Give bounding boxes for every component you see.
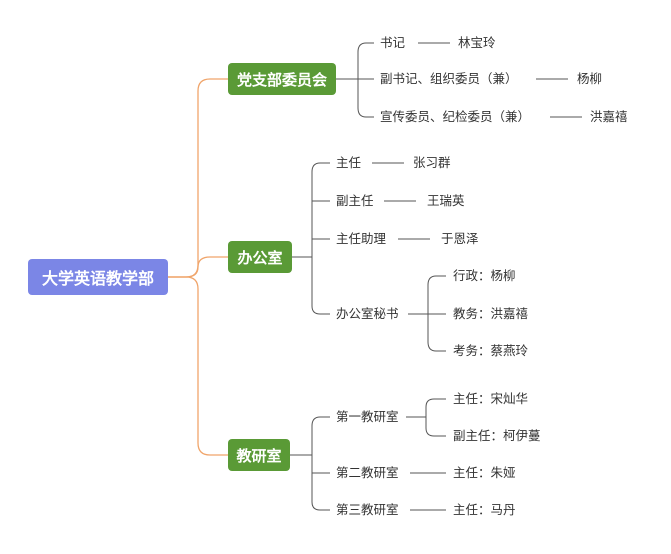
party-branch-connectors [336,42,582,118]
connector-root-research [168,276,228,456]
branch-research-office[interactable]: 教研室 [228,439,290,471]
office-role-assistant[interactable]: 主任助理 [336,231,387,246]
party-role-secretary[interactable]: 书记 [380,35,406,50]
branch-party-committee[interactable]: 党支部委员会 [228,63,336,95]
party-role-deputy-secretary[interactable]: 副书记、组织委员（兼） [380,71,518,86]
party-name-secretary[interactable]: 林宝玲 [458,35,496,50]
party-role-publicity[interactable]: 宣传委员、纪检委员（兼） [380,109,531,124]
research-office-second[interactable]: 第二教研室 [336,465,399,480]
office-role-director[interactable]: 主任 [336,155,362,170]
research-first-director[interactable]: 主任：宋灿华 [453,391,529,406]
office-name-assistant[interactable]: 于恩泽 [441,231,479,246]
connector-root-office [168,256,228,278]
office-role-deputy-director[interactable]: 副主任 [336,193,374,208]
research-third-director[interactable]: 主任：马丹 [453,502,516,517]
research-office-third[interactable]: 第三教研室 [336,502,399,517]
party-name-publicity[interactable]: 洪嘉禧 [590,109,628,124]
branch-office[interactable]: 办公室 [228,241,292,273]
office-role-secretary[interactable]: 办公室秘书 [336,306,399,321]
office-name-deputy-director[interactable]: 王瑞英 [427,193,465,208]
party-name-deputy-secretary[interactable]: 杨柳 [577,71,603,86]
research-branch-connectors [290,398,446,511]
root-topic[interactable]: 大学英语教学部 [28,259,168,295]
connector-root-party [168,78,228,278]
research-first-deputy-director[interactable]: 副主任：柯伊蔓 [453,428,541,443]
office-branch-connectors [292,162,446,352]
office-secretary-academic[interactable]: 教务：洪嘉禧 [453,306,529,321]
office-secretary-exam[interactable]: 考务：蔡燕玲 [453,343,529,358]
research-second-director[interactable]: 主任：朱娅 [453,465,516,480]
office-name-director[interactable]: 张习群 [413,155,451,170]
research-office-first[interactable]: 第一教研室 [336,409,399,424]
office-secretary-admin[interactable]: 行政：杨柳 [453,268,516,283]
